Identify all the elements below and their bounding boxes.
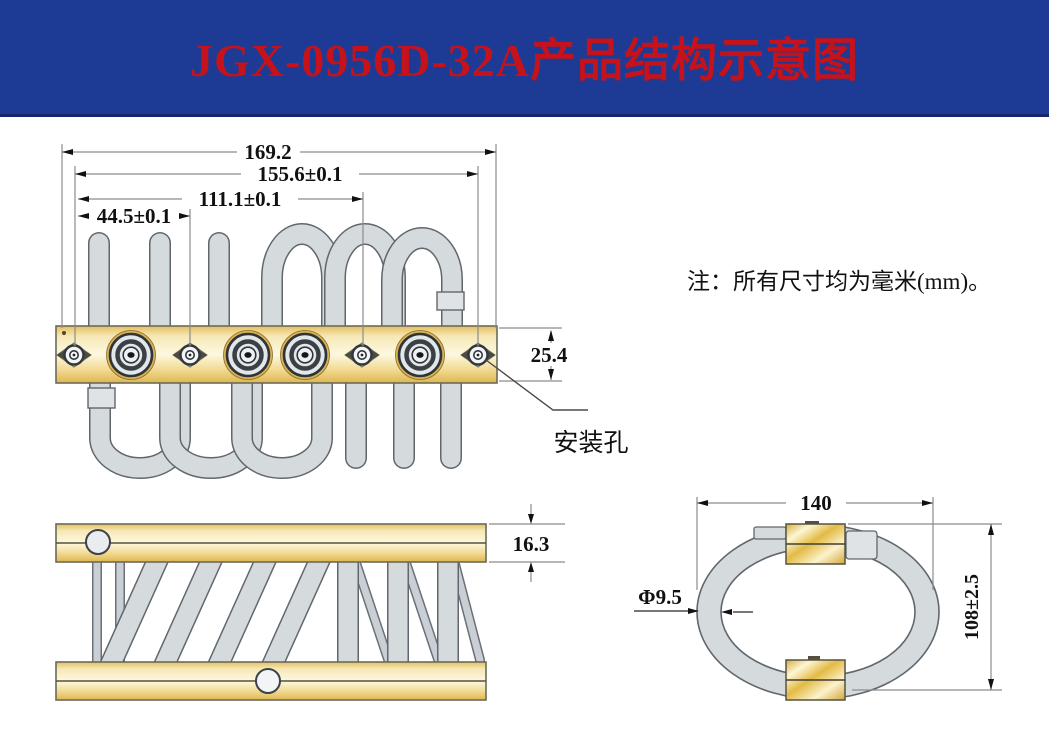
dim-label: 140 bbox=[800, 491, 832, 515]
dim-bar-width: 25.4 bbox=[499, 327, 576, 382]
ring-right-tab bbox=[845, 530, 878, 560]
large-grommet bbox=[223, 330, 273, 380]
clamp-nub-bottom bbox=[808, 656, 820, 660]
end-view: 140 108±2.5 Φ9.5 bbox=[634, 491, 1002, 701]
title-banner: JGX-0956D-32A产品结构示意图 bbox=[0, 0, 1049, 117]
ring-left-tab bbox=[753, 526, 787, 540]
dim-mid-holes: 111.1±0.1 bbox=[78, 187, 364, 346]
small-hole bbox=[56, 342, 92, 368]
clamp-nub-top bbox=[805, 521, 819, 525]
page-title: JGX-0956D-32A产品结构示意图 bbox=[189, 35, 860, 86]
front-view: 169.2 155.6±0.1 111.1±0.1 bbox=[55, 140, 629, 479]
dim-label: 155.6±0.1 bbox=[257, 162, 342, 186]
note-text: 注：所有尺寸均为毫米(mm)。 bbox=[687, 269, 991, 294]
bar-corner-dot bbox=[62, 331, 66, 335]
dim-inner-holes: 44.5±0.1 bbox=[78, 204, 191, 346]
dim-label: 16.3 bbox=[513, 532, 550, 556]
dim-end-height: 108±2.5 bbox=[848, 523, 1002, 691]
mounting-hole-callout: 安装孔 bbox=[485, 359, 629, 457]
rope-end-clamp bbox=[87, 387, 116, 409]
mounting-holes bbox=[56, 330, 496, 380]
dim-end-width: 140 bbox=[696, 491, 934, 590]
dim-label: 25.4 bbox=[531, 343, 568, 367]
coil-ropes-upper bbox=[88, 223, 465, 341]
large-grommet bbox=[395, 330, 445, 380]
dim-bar-thickness: 16.3 bbox=[489, 504, 565, 582]
coil-ropes-lower bbox=[87, 367, 462, 479]
side-top-bar-hole bbox=[85, 529, 111, 555]
side-bottom-bar-hole bbox=[255, 668, 281, 694]
dim-rope-diameter: Φ9.5 bbox=[634, 585, 753, 615]
small-hole bbox=[172, 342, 208, 368]
side-view: 16.3 bbox=[55, 504, 565, 701]
dim-outer-holes: 155.6±0.1 bbox=[74, 162, 479, 346]
dim-label: 108±2.5 bbox=[961, 574, 983, 640]
mounting-hole-label: 安装孔 bbox=[553, 429, 628, 457]
large-grommet bbox=[280, 330, 330, 380]
rope-end-clamp bbox=[436, 291, 465, 311]
dim-label: 111.1±0.1 bbox=[199, 187, 282, 211]
large-grommet bbox=[106, 330, 156, 380]
dim-overall-length: 169.2 bbox=[61, 140, 497, 328]
small-hole bbox=[344, 342, 380, 368]
technical-drawing: 169.2 155.6±0.1 111.1±0.1 bbox=[55, 140, 1002, 701]
dim-label: Φ9.5 bbox=[638, 585, 682, 609]
dim-label: 44.5±0.1 bbox=[97, 204, 172, 228]
dim-label: 169.2 bbox=[244, 140, 291, 164]
